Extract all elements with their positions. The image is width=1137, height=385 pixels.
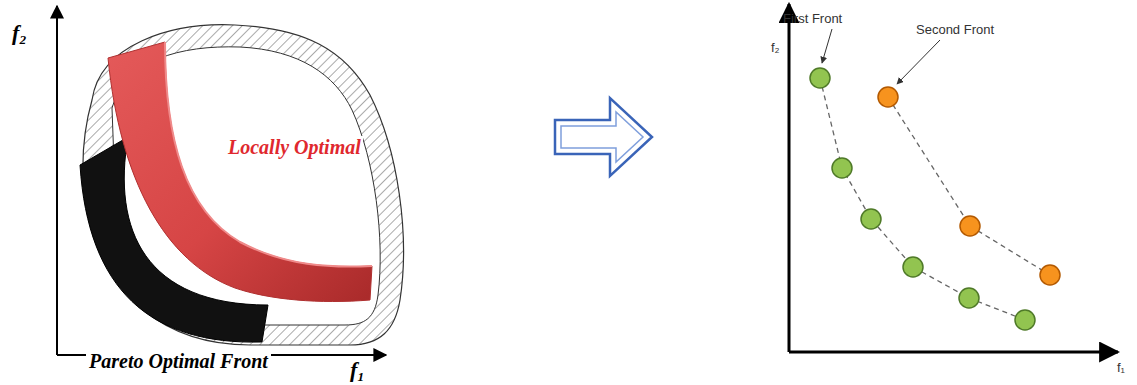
axis-label: f₂ <box>12 20 27 45</box>
transition-arrow <box>555 98 652 176</box>
axis-label: f₁ <box>350 357 365 382</box>
solution-point <box>861 209 881 229</box>
solution-point <box>959 288 979 308</box>
solution-point <box>1040 265 1060 285</box>
leader-line <box>897 40 940 84</box>
front-label: Pareto Optimal Front <box>86 350 271 373</box>
front-label: First Front <box>783 12 842 27</box>
label-holder: f₁ <box>350 357 365 382</box>
solution-point <box>903 257 923 277</box>
solution-point <box>810 68 830 88</box>
label-holder: Locally Optimal <box>226 136 363 159</box>
label-holder: f₂ <box>12 20 27 45</box>
region-label: Locally Optimal <box>226 136 363 159</box>
leader-line <box>822 29 832 63</box>
first-front-line <box>820 78 1025 320</box>
local-front-edge <box>165 42 372 267</box>
front-label: Second Front <box>916 23 994 38</box>
solution-point <box>960 216 980 236</box>
first-front-points <box>810 68 1035 330</box>
label-holder: First Front <box>783 9 842 27</box>
x-axis <box>789 351 1118 354</box>
local-front-band <box>108 42 372 302</box>
solution-point <box>832 158 852 178</box>
transition-arrow-inner <box>561 112 643 162</box>
second-front-points <box>878 87 1060 285</box>
second-front-line <box>888 97 1050 275</box>
label-holder: f₁ <box>1117 358 1125 376</box>
y-axis <box>788 4 791 352</box>
axis-label: f₂ <box>771 41 780 56</box>
axis-label: f₁ <box>1117 361 1125 376</box>
label-holder: Second Front <box>916 20 994 38</box>
label-holder: Pareto Optimal Front <box>86 350 271 373</box>
y-axis <box>56 6 58 355</box>
solution-point <box>1015 310 1035 330</box>
label-holder: f₂ <box>771 38 780 56</box>
solution-point <box>878 87 898 107</box>
